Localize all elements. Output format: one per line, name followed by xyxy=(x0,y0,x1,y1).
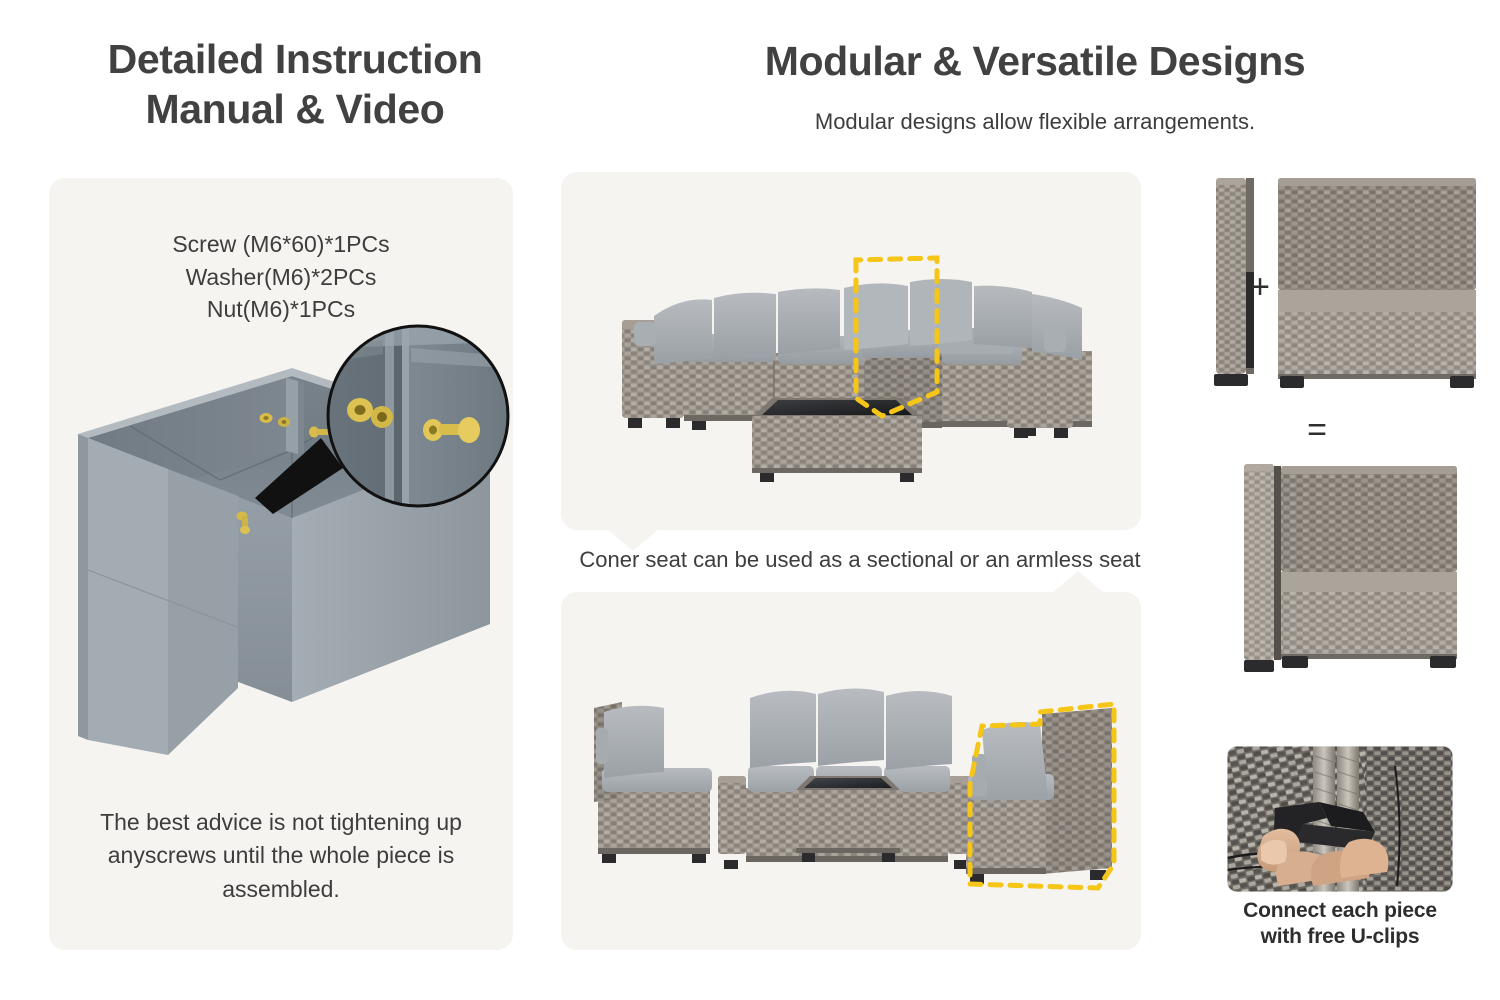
right-panel-subheading: Modular designs allow flexible arrangeme… xyxy=(814,109,1256,134)
card-tail-up xyxy=(1052,571,1104,593)
plus-symbol: + xyxy=(1250,268,1270,306)
hardware-zoom-callout xyxy=(243,318,533,538)
l-shaped-sectional-with-coffee-table xyxy=(592,248,1112,498)
separated-sofa-chair-table-arrangement xyxy=(578,668,1138,898)
card-tail-down xyxy=(607,529,659,551)
armless-chair-left xyxy=(594,702,712,863)
side-arm-panel xyxy=(1208,172,1260,394)
u-clip-caption-line-1: Connect each piece xyxy=(1243,899,1437,922)
corner-chair-highlight xyxy=(967,701,1117,891)
corner-seat-assembled xyxy=(1238,456,1472,680)
corner-seat-highlight xyxy=(853,255,940,419)
left-panel-heading: Detailed Instruction Manual & Video xyxy=(40,34,550,134)
assembly-advice-text: The best advice is not tightening up any… xyxy=(100,809,462,902)
left-heading-line-1: Detailed Instruction xyxy=(107,36,483,82)
parts-line-washer: Washer(M6)*2PCs xyxy=(185,263,377,290)
corner-chair-right xyxy=(966,701,1117,891)
u-clip-caption-line-2: with free U-clips xyxy=(1260,924,1420,948)
coffee-table-small xyxy=(796,776,900,862)
u-clip-installation-photo xyxy=(1227,746,1453,892)
equals-symbol: = xyxy=(1307,411,1327,449)
u-clip-caption: Connect each piece with free U-clips xyxy=(1190,898,1490,949)
parts-line-nut: Nut(M6)*1PCs xyxy=(206,296,356,323)
armless-seat xyxy=(1272,172,1488,394)
left-heading-line-2: Manual & Video xyxy=(145,86,445,133)
hardware-parts-list: Screw (M6*60)*1PCs Washer(M6)*2PCs Nut(M… xyxy=(69,228,493,326)
parts-line-screw: Screw (M6*60)*1PCs xyxy=(172,231,390,257)
corner-seat-caption: Coner seat can be used as a sectional or… xyxy=(579,547,1141,572)
right-panel-heading: Modular & Versatile Designs xyxy=(764,38,1306,84)
